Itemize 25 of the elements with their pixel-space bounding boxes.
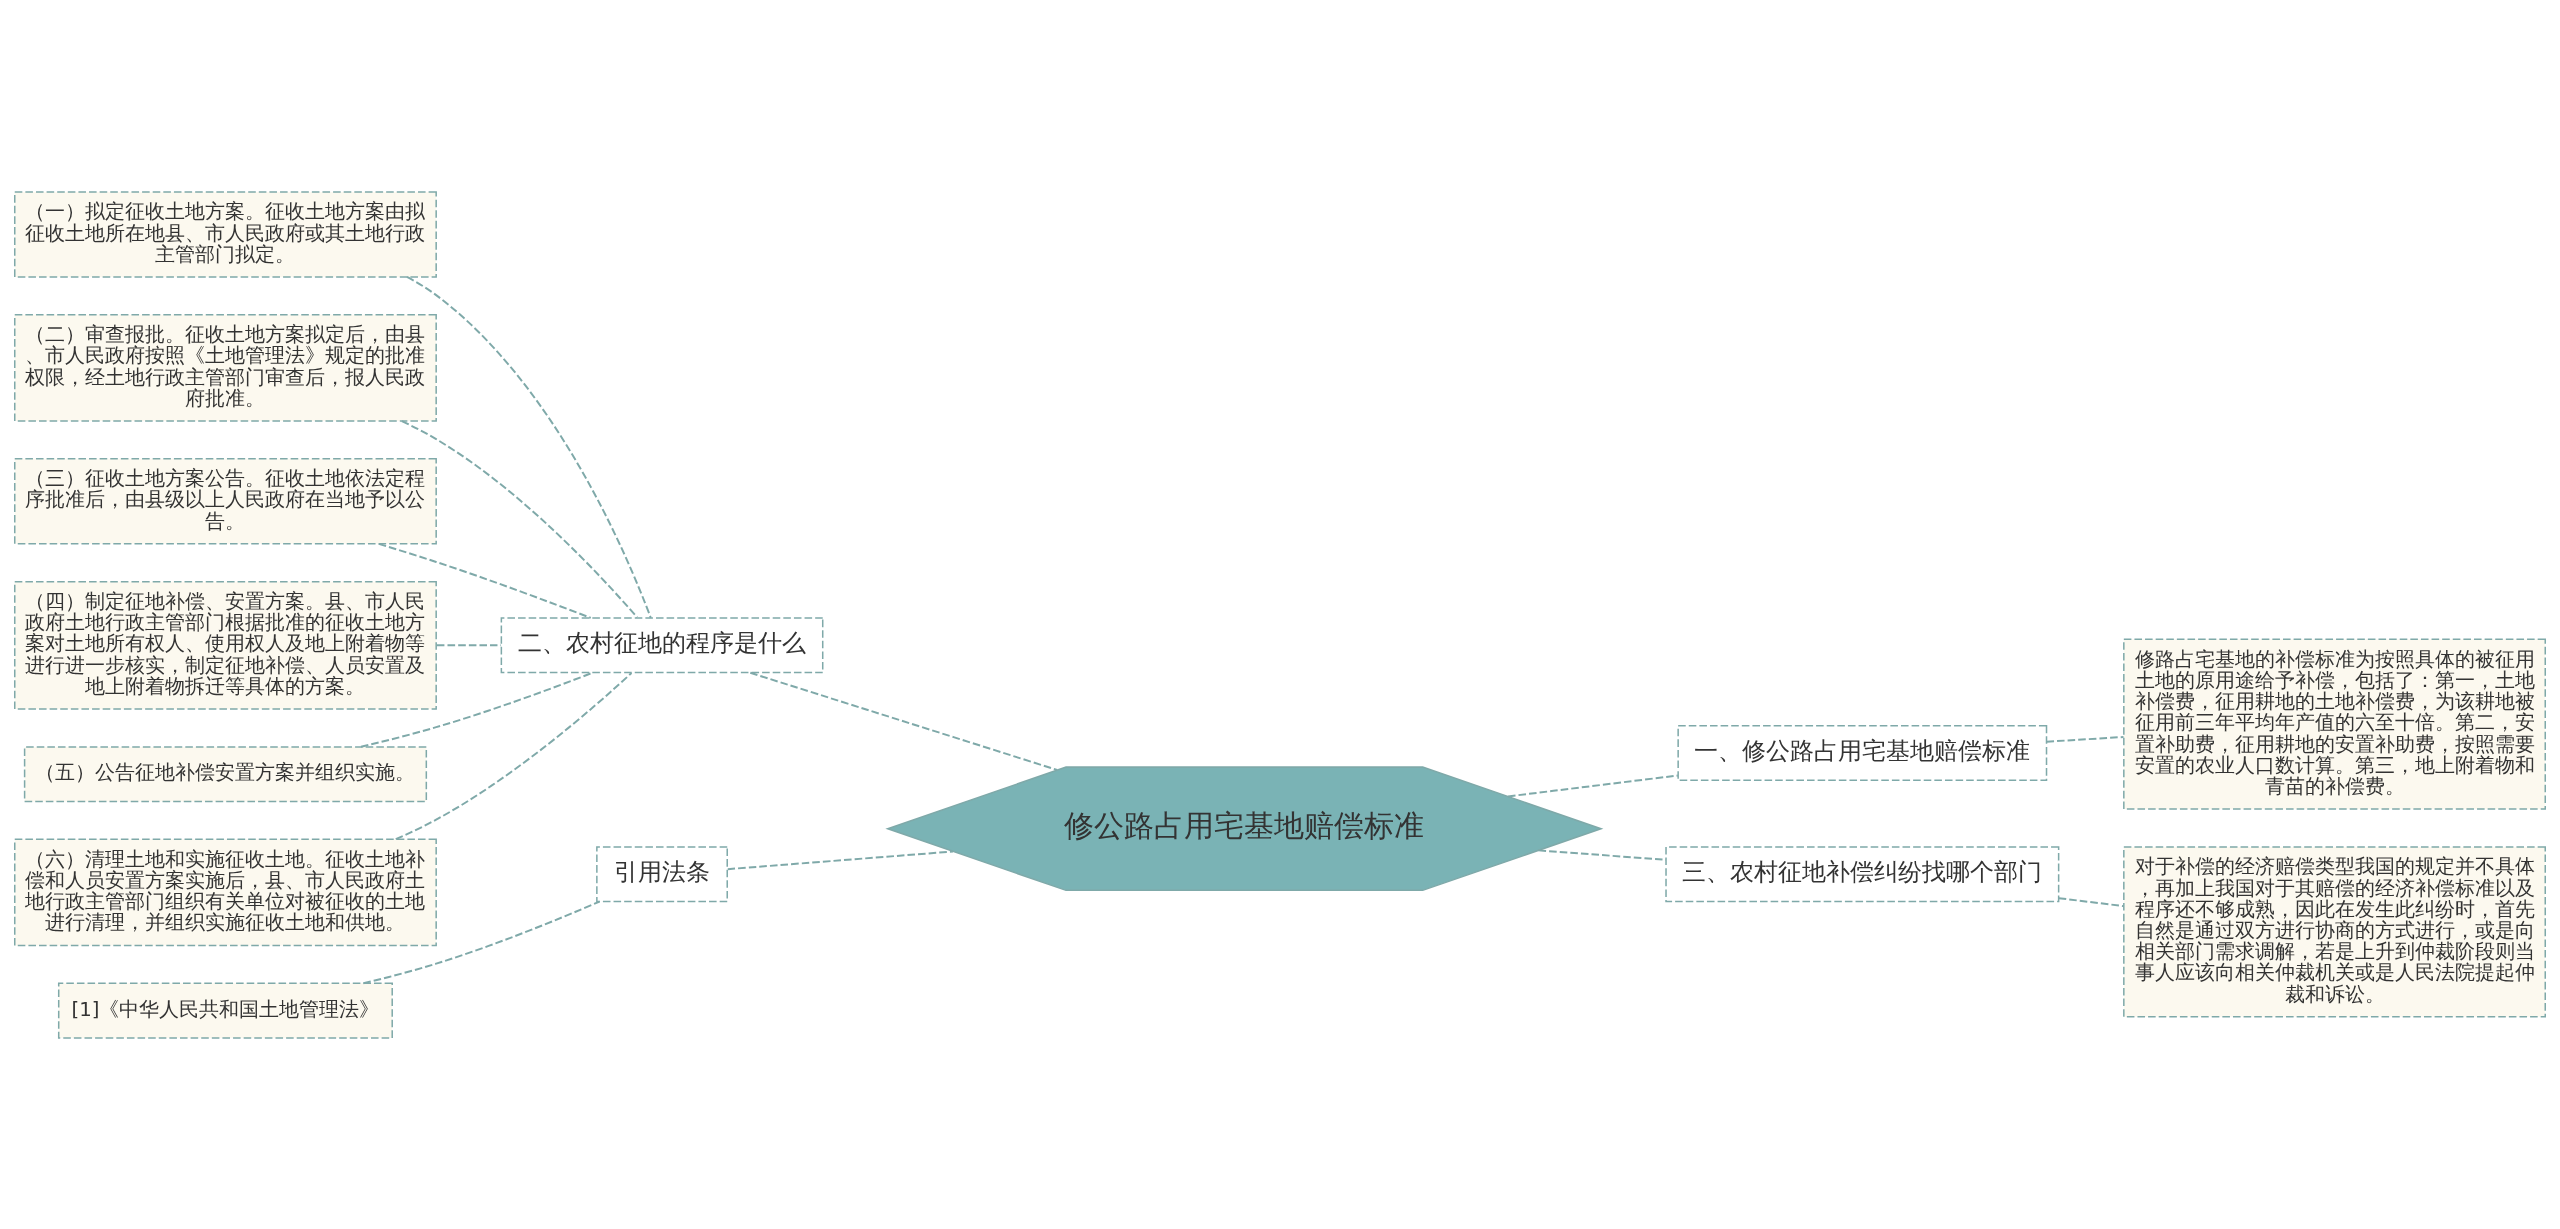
node-box: （五）公告征地补偿安置方案并组织实施。 — [23, 745, 428, 802]
connector — [2045, 735, 2125, 743]
connector — [1507, 774, 1679, 797]
connector — [435, 643, 502, 646]
node-box: 对于补偿的经济赔偿类型我国的规定并不具体，再加上我国对于其赔偿的经济补偿标准以及程序还不够成熟，因此在发生此纠纷时，首先自然是通过双方进行协商的方式进行，或是向相关部门需求调解，若是上升到仲裁阶段则当事人应该向相关仲裁机关或是人民法院提起仲裁和诉讼。 — [2123, 845, 2546, 1017]
connector — [726, 850, 954, 870]
node-box: 一、修公路占用宅基地赔偿标准 — [1677, 724, 2048, 781]
node-box: （二）审查报批。征收土地方案拟定后，由县、市人民政府按照《土地管理法》规定的批准权限，经土地行政主管部门审查后，报人民政府批准。 — [14, 313, 437, 422]
connector — [1537, 848, 1667, 861]
connector — [749, 671, 1059, 771]
connector — [406, 275, 652, 619]
node-box: 二、农村征地的程序是什么 — [500, 616, 824, 673]
node-box: （三）征收土地方案公告。征收土地依法定程序批准后，由县级以上人民政府在当地予以公告。 — [14, 457, 437, 544]
connector — [362, 900, 601, 984]
node-box: （四）制定征地补偿、安置方案。县、市人民政府土地行政主管部门根据批准的征收土地方案对土地所有权人、使用权人及地上附着物等进行进一步核实，制定征地补偿、人员安置及地上附着物拆迁等具体的方案。 — [14, 580, 437, 710]
connector — [400, 419, 639, 618]
connector — [2057, 896, 2125, 907]
node-box: 引用法条 — [596, 845, 728, 902]
node-box: （六）清理土地和实施征收土地。征收土地补偿和人员安置方案实施后，县、市人民政府土地行政主管部门组织有关单位对被征收的土地进行清理，并组织实施征收土地和供地。 — [14, 838, 437, 946]
connector — [360, 671, 594, 748]
node-box: 三、农村征地补偿纠纷找哪个部门 — [1665, 845, 2060, 902]
node-box: [1]《中华人民共和国土地管理法》 — [57, 982, 393, 1039]
node-box: （一）拟定征收土地方案。征收土地方案由拟征收土地所在地县、市人民政府或其土地行政主管部门拟定。 — [14, 190, 437, 278]
node-box: 修路占宅基地的补偿标准为按照具体的被征用土地的原用途给予补偿，包括了：第一，土地补偿费，征用耕地的土地补偿费，为该耕地被征用前三年平均年产值的六至十倍。第二，安置补助费，征用耕地的安置补助费，按照需要安置的农业人口数计算。第三，地上附着物和青苗的补偿费。 — [2123, 638, 2546, 810]
connector — [394, 671, 633, 840]
